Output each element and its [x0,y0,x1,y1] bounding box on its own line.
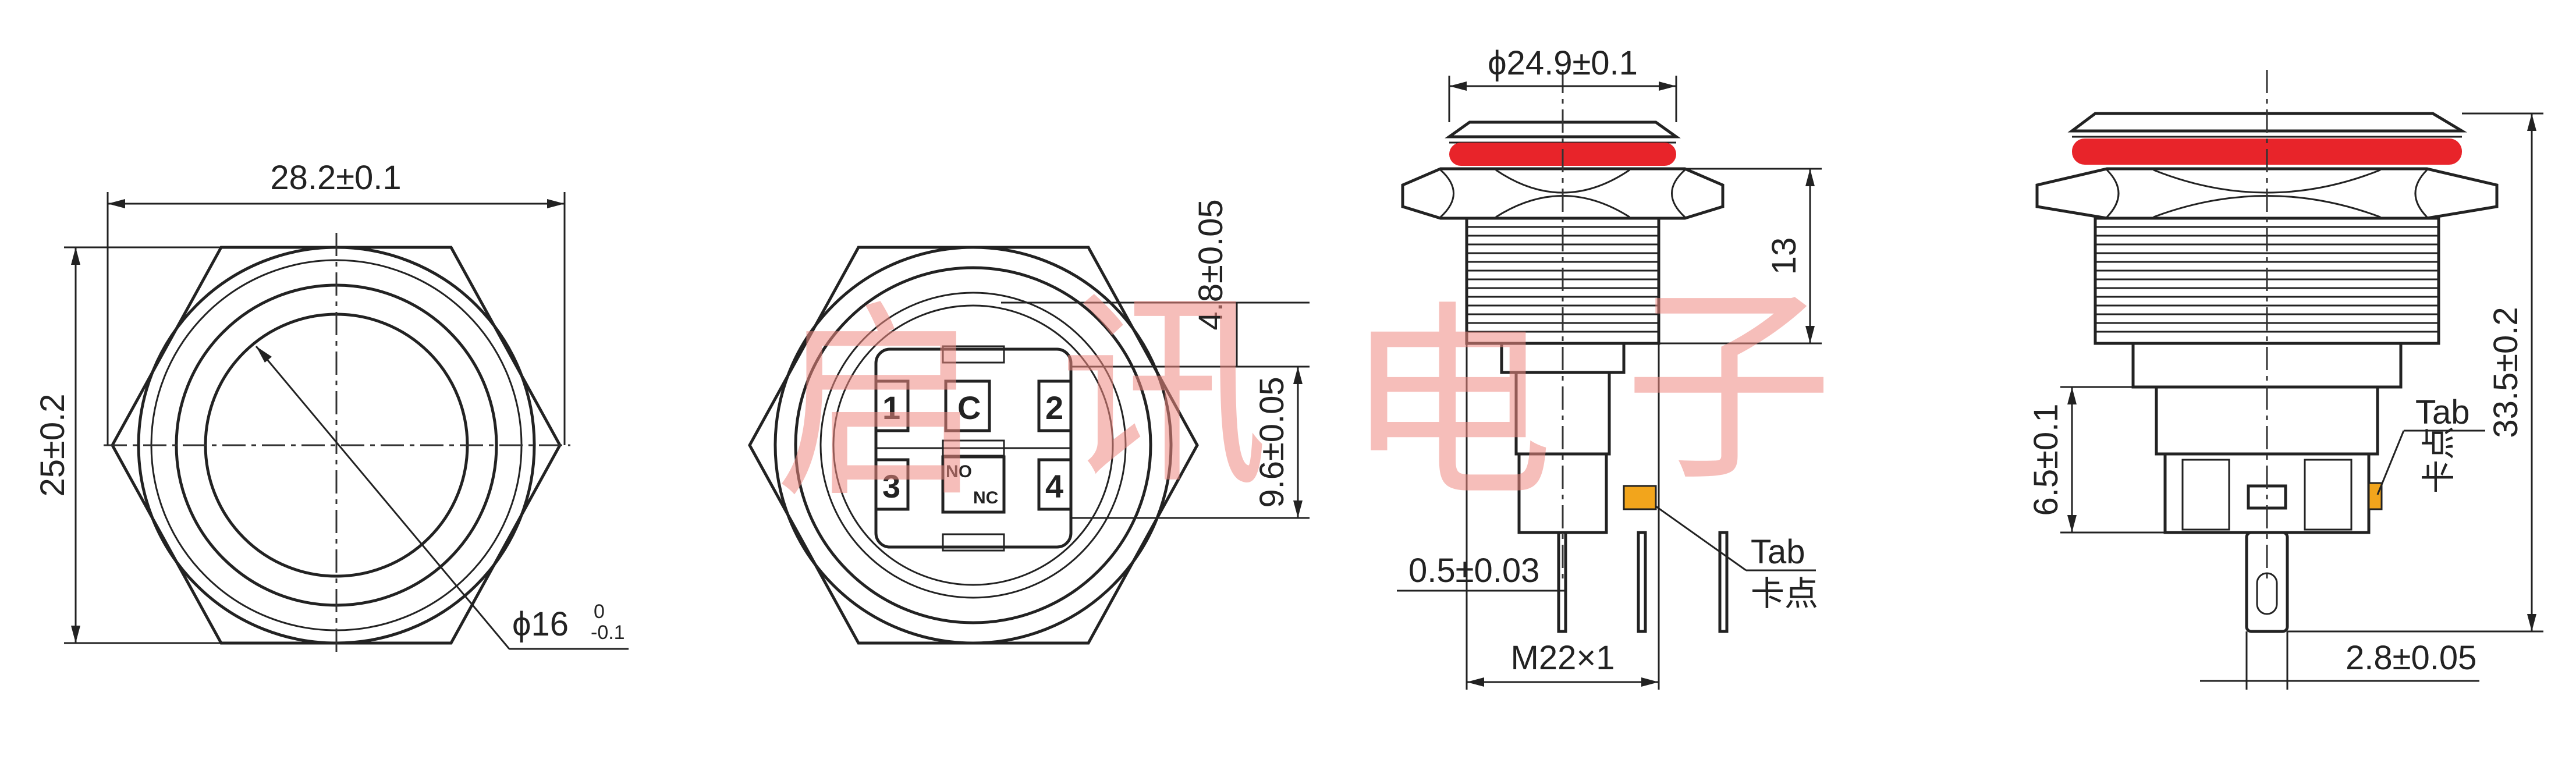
head-cap-2 [2067,112,2468,133]
front-height-label: 25±0.2 [34,394,72,497]
terminal-pad-3 [874,458,910,511]
terminal-pad-1 [874,379,910,432]
pin-left [1557,531,1567,633]
terminal-label-c: C [957,389,981,426]
terminal-pad-no-nc [941,455,1006,514]
watermark-char-1: 启 [774,283,984,527]
head-diameter-label: ϕ24.9±0.1 [1488,44,1638,82]
side-view-rotated: 33.5±0.2 6.5±0.1 Tab 卡点 2.8±0.05 [2027,70,2543,690]
pin-front [2245,531,2289,633]
pitch-arrow-top [1293,367,1303,384]
base-bottom-slot [942,533,1005,552]
watermark-char-4: 子 [1624,265,1833,509]
terminal-body-circle [819,292,1127,599]
diameter-arrow [256,346,272,363]
hex-nut [1401,167,1725,220]
terminal-block-2-inner-left [2181,459,2230,531]
terminal-view: 1 2 3 4 C NO NC 4.8±0.05 9.6±0.05 [748,199,1310,645]
term-arrow-top [2067,387,2077,404]
terminal-pad-2 [1037,379,1073,432]
tab-leader-line [1655,505,1747,571]
watermark-char-3: 电 [1344,283,1554,527]
thread-spec-arrow-right [1641,677,1659,687]
thread-arrow-bottom [1805,326,1815,343]
base-top-slot [942,345,1005,364]
terminal-label-1: 1 [882,389,900,426]
terminal-label-no: NO [946,462,972,481]
pin-front-hole [2256,572,2278,615]
terminal-label-3: 3 [882,468,900,505]
watermark: 启 讯 电 子 [774,265,1833,527]
thread-spec-arrow-left [1467,677,1484,687]
nut-facet-left [1439,169,1454,218]
pitch-arrow-bottom [1293,500,1303,518]
pin-right [1718,531,1729,633]
terminal-inner-circle [832,304,1114,586]
head-cap [1445,120,1681,139]
terminal-pad-c [944,379,991,432]
thread-spec-label: M22×1 [1511,639,1615,677]
nut-facet-right [1671,169,1686,218]
front-view: 28.2±0.1 25±0.2 ϕ16 0 -0.1 [34,159,629,658]
terminal-height-label: 6.5±0.1 [2027,403,2065,516]
nut2-facet-left [2106,169,2120,218]
total-arrow-top [2527,113,2536,131]
arrow-right [547,199,565,208]
pin-width-label: 2.8±0.05 [2346,639,2476,677]
terminal-label-4: 4 [1045,468,1063,505]
tab-marker [1623,485,1657,510]
tab-label-cn-2: 卡点 [2420,426,2458,494]
terminal-outer-circle [773,246,1173,645]
terminal-block-2-inner-right [2304,459,2353,531]
head-dia-arrow-right [1659,81,1676,91]
thread-arrow-top [1805,169,1815,186]
side-view: ϕ24.9±0.1 13 Tab 卡点 0.5±0.03 M22×1 [1397,44,1822,690]
front-diameter-label: ϕ16 [512,605,569,643]
nut2-facet-right [2414,169,2428,218]
top-height-label: 4.8±0.05 [1192,199,1230,330]
total-arrow-bottom [2527,614,2536,631]
arrow-left [108,199,125,208]
terminal-hex-outline [748,246,1199,645]
terminal-label-nc: NC [973,488,998,507]
watermark-char-2: 讯 [1059,271,1269,515]
tab-label-cn: 卡点 [1751,575,1818,613]
terminal-pitch-label: 9.6±0.05 [1253,377,1291,507]
term-arrow-bottom [2067,515,2077,532]
front-width-label: 28.2±0.1 [270,159,401,197]
arrow-top [71,247,80,265]
total-height-label: 33.5±0.2 [2487,307,2525,438]
tab-label-en: Tab [1751,533,1805,571]
terminal-ring-circle [794,266,1152,624]
pin-thickness-label: 0.5±0.03 [1408,552,1539,590]
thread-length-label: 13 [1765,237,1803,275]
tab-marker-2 [2368,482,2383,510]
diameter-leader-line [255,346,510,649]
head-dia-arrow-left [1449,81,1467,91]
front-diameter-tol-upper: 0 [594,601,605,623]
terminal-pad-4 [1037,458,1073,511]
tab-leader-line-2 [2376,430,2405,495]
front-diameter-tol-lower: -0.1 [591,622,625,644]
pin-center [1637,531,1647,633]
terminal-label-2: 2 [1045,389,1063,426]
arrow-bottom [71,626,80,643]
tab-label-en-2: Tab [2415,393,2470,431]
